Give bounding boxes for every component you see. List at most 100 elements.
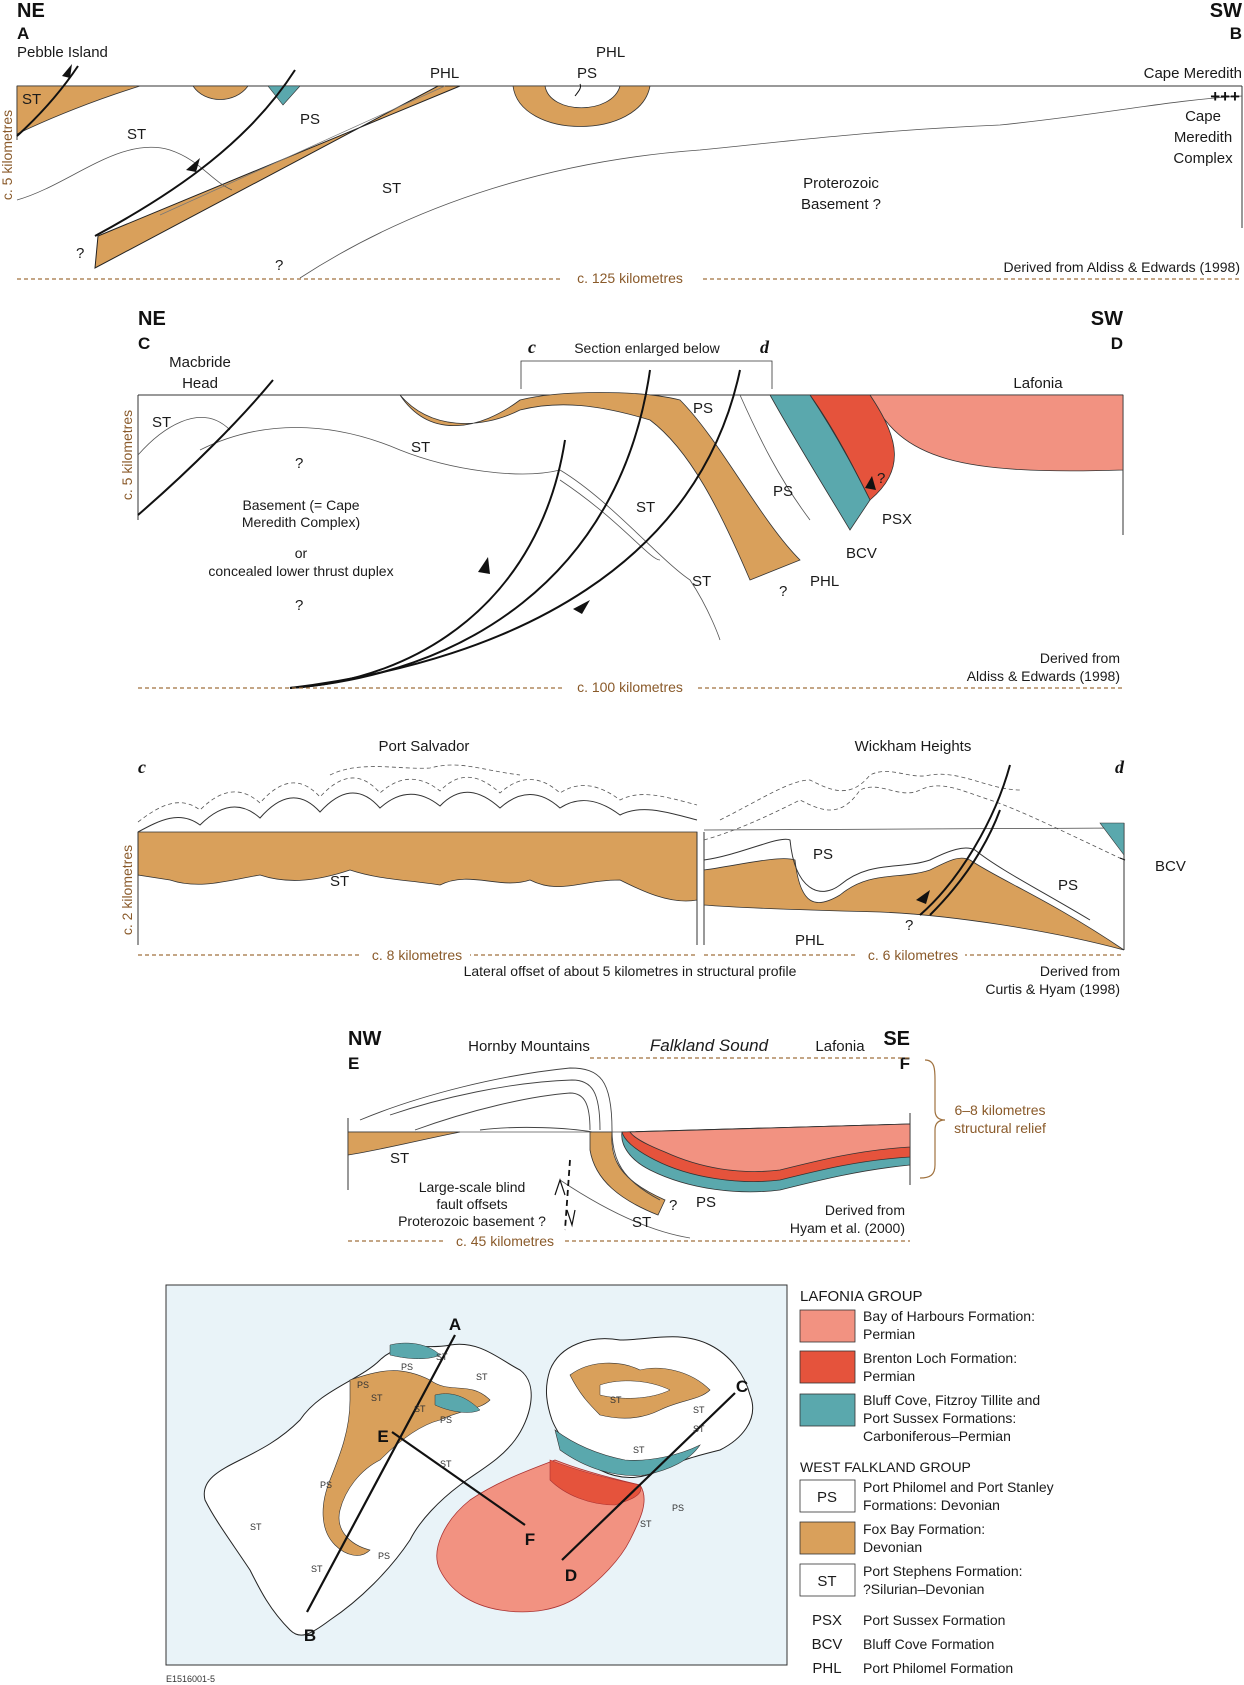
section-ef: NW E SE F Hornby Mountains Falkland Soun… [347, 1028, 1046, 1249]
cd-psx: PSX [882, 511, 912, 528]
ef-fault-arrow-up [554, 1178, 566, 1196]
cdx-ps-2: PS [1058, 877, 1078, 894]
cdx-offset-note: Lateral offset of about 5 kilometres in … [464, 963, 797, 979]
ef-hornby: Hornby Mountains [468, 1038, 590, 1055]
cd-d-label: D [1111, 334, 1123, 353]
cdx-derived-1: Derived from [1040, 963, 1120, 979]
map-label-11: ST [311, 1564, 323, 1574]
cd-basement-2: Meredith Complex) [242, 514, 360, 530]
cdx-right-foxbay [703, 857, 1125, 951]
cdx-right-surface [703, 827, 1125, 831]
ef-st-1: ST [390, 1150, 409, 1167]
cd-enlarged-bracket [520, 360, 773, 389]
cd-fox-bay [399, 392, 801, 581]
cdx-st: ST [330, 873, 349, 890]
cd-bay-of-harbours [869, 394, 1124, 472]
map-line-cd [561, 1392, 736, 1561]
cd-question-2: ? [295, 597, 303, 614]
cd-boundary-2 [199, 427, 561, 475]
ef-relief-1: 6–8 kilometres [954, 1102, 1045, 1118]
legend-psx-code: PSX [812, 1612, 842, 1629]
map-label-9: ST [250, 1522, 262, 1532]
map-label-15: ST [633, 1445, 645, 1455]
ab-foxbay-band [94, 85, 461, 269]
ab-scale-bg [560, 270, 700, 286]
map-label-17: ST [640, 1519, 652, 1529]
cd-basement-1: Basement (= Cape [242, 497, 359, 513]
ab-cmc-line-3: Complex [1173, 150, 1233, 167]
cdx-left-foxbay [137, 831, 698, 902]
legend-bl-1: Brenton Loch Formation: [863, 1350, 1017, 1366]
legend-swatch-fb [799, 1521, 856, 1555]
cdx-ps-1: PS [813, 846, 833, 863]
ab-proterozoic-1: Proterozoic [803, 175, 879, 192]
map-e: E [377, 1427, 388, 1446]
cd-or: or [295, 545, 308, 561]
cdx-port-salvador: Port Salvador [379, 738, 470, 755]
ab-pebble-island: Pebble Island [17, 44, 108, 61]
ef-ps: PS [696, 1194, 716, 1211]
legend-bc-1: Bluff Cove, Fitzroy Tillite and [863, 1392, 1040, 1408]
cd-phl: PHL [810, 573, 839, 590]
cdx-right-scale-bg [855, 946, 965, 962]
cd-thrust-4 [289, 369, 741, 689]
map-c: C [736, 1377, 748, 1396]
cd-ps-1: PS [693, 400, 713, 417]
section-cd: NE C SW D Macbride Head Lafonia c d Sect… [119, 308, 1124, 695]
map-label-3: ST [476, 1372, 488, 1382]
cd-lafonia: Lafonia [1013, 375, 1063, 392]
map-figure-code: E1516001-5 [166, 1674, 215, 1684]
map-label-16: PS [378, 1551, 390, 1561]
cdx-right-fold-1 [703, 785, 1125, 861]
ab-st-2: ST [127, 126, 146, 143]
cd-boundary-3 [559, 469, 721, 641]
legend-phl: Port Philomel Formation [863, 1660, 1013, 1676]
ab-proterozoic-2: Basement ? [801, 196, 881, 213]
cd-boundary-4 [559, 479, 661, 561]
cd-question-4: ? [877, 470, 885, 487]
legend-bcv: Bluff Cove Formation [863, 1636, 994, 1652]
cdx-left-hscale: c. 8 kilometres [372, 947, 462, 963]
ab-a-label: A [17, 24, 29, 43]
cdx-fault-arrow [916, 890, 930, 904]
ef-bay-of-harbours [629, 1123, 911, 1172]
legend-boh-1: Bay of Harbours Formation: [863, 1308, 1035, 1324]
map-f: F [525, 1530, 535, 1549]
cd-macbride-2: Head [182, 375, 218, 392]
cd-macbride-1: Macbride [169, 354, 231, 371]
legend-psx: Port Sussex Formation [863, 1612, 1005, 1628]
map-line-ef [391, 1431, 526, 1526]
map-b: B [304, 1626, 316, 1645]
map-label-6: ST [414, 1404, 426, 1414]
legend-swatch-st [799, 1563, 856, 1597]
map-brenton-loch [549, 1459, 642, 1506]
legend-swatch-bl [799, 1350, 856, 1384]
ab-question-1: ? [76, 245, 84, 262]
legend-fb-1: Fox Bay Formation: [863, 1521, 985, 1537]
cd-st-2: ST [411, 439, 430, 456]
map-west-foxbay [322, 1370, 491, 1556]
cd-vscale-label: c. 5 kilometres [119, 410, 135, 500]
ef-nw-label: NW [348, 1028, 381, 1050]
legend-ps-2: Formations: Devonian [863, 1497, 1000, 1513]
ef-f-label: F [900, 1054, 910, 1073]
map-east-st-inlier [599, 1380, 671, 1399]
cd-enlarged-label: Section enlarged below [574, 340, 720, 356]
legend-st-code: ST [817, 1573, 836, 1590]
map-west-bluffcove [389, 1342, 441, 1359]
cd-derived-2: Aldiss & Edwards (1998) [967, 668, 1120, 684]
ef-st-2: ST [632, 1214, 651, 1231]
cdx-c-italic: c [138, 757, 146, 777]
map-label-1: ST [436, 1352, 448, 1362]
ab-phl-pointer [574, 83, 581, 97]
ab-thrust-1 [16, 65, 79, 137]
cd-c-italic: c [528, 337, 536, 357]
legend-fb-2: Devonian [863, 1539, 922, 1555]
map-label-13: ST [693, 1405, 705, 1415]
ef-blind-1: Large-scale blind [419, 1179, 526, 1195]
ab-st-3: ST [382, 180, 401, 197]
ab-hscale-label: c. 125 kilometres [577, 270, 683, 286]
ab-derived: Derived from Aldiss & Edwards (1998) [1003, 259, 1240, 275]
cd-bcv: BCV [846, 545, 877, 562]
